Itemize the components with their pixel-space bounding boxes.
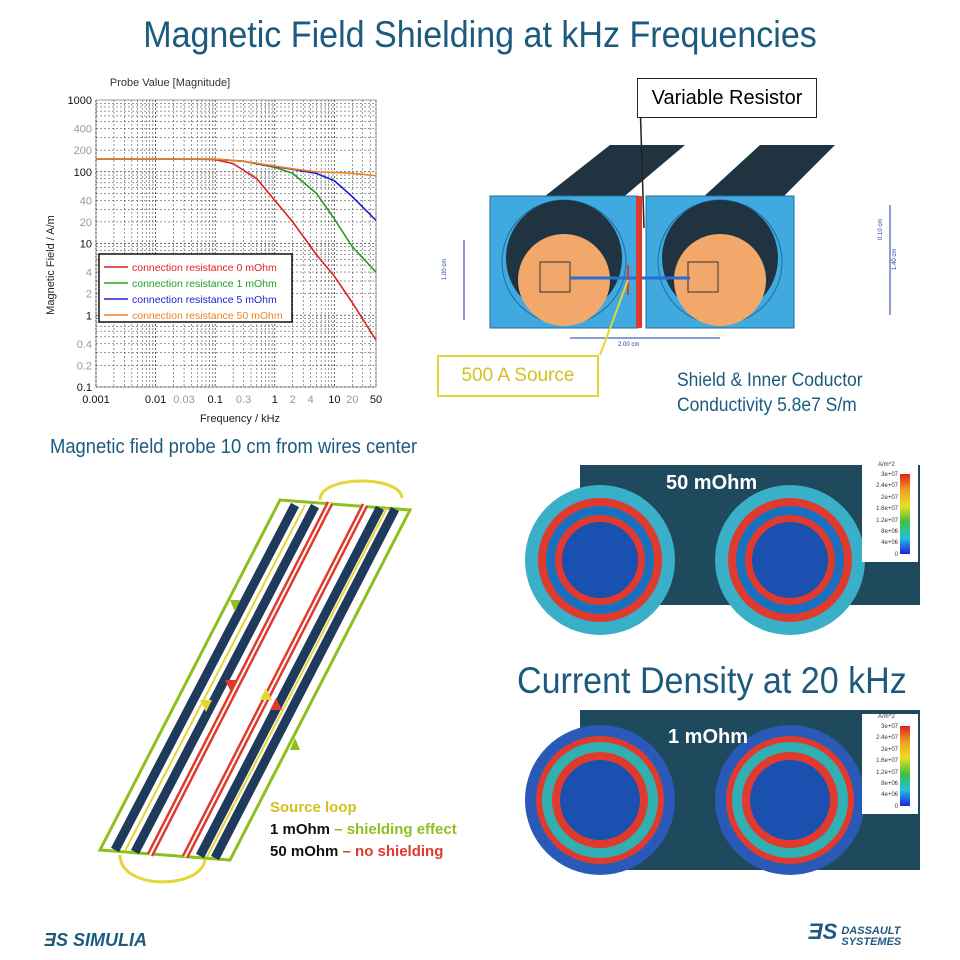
ring-right (715, 485, 865, 635)
y-tick-label: 200 (74, 145, 92, 157)
dim-inner: 1.00 cm (442, 259, 448, 280)
shield-conductivity-text: Shield & Inner Coductor Conductivity 5.8… (677, 368, 863, 418)
field-label-50mohm: 50 mOhm (666, 472, 758, 494)
colorbar-tick: 3e+07 (881, 724, 898, 730)
coax-model-diagram: 1.00 cm 2.00 cm 1.40 cm 0.10 cm (442, 110, 898, 356)
colorbar-tick: 4e+06 (881, 792, 898, 799)
colorbar-tick: 4e+06 (881, 540, 898, 547)
y-tick-label: 4 (86, 267, 92, 279)
dassault-logo-line2: SYSTEMES (841, 936, 902, 948)
shield-text-line2: Conductivity 5.8e7 S/m (677, 395, 857, 416)
source-label: 500 A Source (437, 355, 599, 397)
x-tick-label: 0.1 (208, 394, 223, 406)
loop-legend: Source loop 1 mOhm – shielding effect 50… (270, 797, 457, 863)
x-tick-label: 0.3 (236, 394, 251, 406)
x-tick-label: 4 (308, 394, 314, 406)
x-tick-label: 1 (272, 394, 278, 406)
colorbar-tick: 2.4e+07 (876, 735, 898, 742)
simulia-logo-text: SIMULIA (73, 930, 148, 950)
slide-title: Magnetic Field Shielding at kHz Frequenc… (143, 14, 817, 55)
colorbar-tick: 8e+06 (881, 528, 898, 535)
probe-chart: Probe Value [Magnitude] 0.001 0.01 0.03 0.1… (45, 77, 382, 425)
chart-legend: connection resistance 0 mOhm connection r… (98, 253, 293, 323)
colorbar-tick: 0 (894, 551, 898, 558)
y-tick-label: 2 (86, 289, 92, 301)
left-inner-conductor (518, 234, 610, 326)
y-tick-label: 20 (80, 217, 92, 229)
y-tick-label: 0.4 (77, 339, 92, 351)
legend-box (98, 253, 293, 323)
y-tick-label: 1000 (68, 95, 92, 107)
dassault-logo-line1: DASSAULT (841, 925, 901, 937)
y-tick-label: 0.1 (77, 382, 92, 394)
ds-logo-icon: ƎS (808, 919, 838, 944)
loop-legend-source: Source loop (270, 799, 357, 816)
dim-width: 2.00 cm (618, 342, 639, 348)
ds-logo-icon: ƎS (44, 930, 74, 950)
legend-entry: connection resistance 1 mOhm (132, 278, 277, 290)
variable-resistor (636, 196, 642, 328)
source-loop-diagram (97, 479, 413, 884)
x-tick-label: 0.01 (145, 394, 166, 406)
x-axis-label: Frequency / kHz (200, 413, 280, 425)
simulia-logo: ƎS SIMULIA (44, 930, 147, 951)
colorbar-top: A/m^2 3e+07 2.4e+07 2e+07 1.6e+07 1.2e+07 8e+… (862, 462, 918, 562)
chart-grid (95, 99, 377, 388)
field-label-1mohm: 1 mOhm (668, 726, 749, 748)
colorbar-tick: 8e+06 (881, 780, 898, 787)
x-tick-label: 50 (370, 394, 382, 406)
shield-text-line1: Shield & Inner Coductor (677, 370, 863, 391)
loop-legend-50mohm: 50 mOhm (270, 843, 339, 860)
legend-entry: connection resistance 5 mOhm (132, 294, 277, 306)
right-inner-conductor (674, 234, 766, 326)
y-tick-label: 100 (74, 167, 92, 179)
colorbar-unit: A/m^2 (878, 462, 895, 468)
x-tick-label: 2 (290, 394, 296, 406)
colorbar-tick: 0 (894, 803, 898, 810)
ring-left (525, 485, 675, 635)
current-density-title: Current Density at 20 kHz (517, 660, 907, 701)
colorbar-tick: 3e+07 (881, 472, 898, 478)
chart-title: Probe Value [Magnitude] (110, 77, 230, 89)
colorbar-tick: 1.6e+07 (876, 758, 898, 765)
loop-legend-no-shielding: – no shielding (338, 843, 444, 860)
y-tick-label: 400 (74, 124, 92, 136)
y-tick-label: 0.2 (77, 360, 92, 372)
dim-gap: 0.10 cm (878, 219, 884, 240)
x-tick-label: 0.001 (82, 394, 110, 406)
x-tick-label: 0.03 (173, 394, 194, 406)
colorbar-unit: A/m^2 (878, 714, 895, 720)
colorbar-tick: 2e+07 (881, 494, 898, 501)
y-tick-label: 40 (80, 195, 92, 207)
y-axis-label: Magnetic Field / A/m (45, 215, 57, 315)
dim-outer: 1.40 cm (892, 249, 898, 270)
x-tick-label: 10 (328, 394, 340, 406)
legend-entry: connection resistance 0 mOhm (132, 262, 277, 274)
y-tick-label: 10 (80, 239, 92, 251)
loop-legend-shielding: – shielding effect (330, 821, 457, 838)
y-tick-label: 1 (86, 310, 92, 322)
legend-entry: connection resistance 50 mOhm (132, 310, 283, 322)
variable-resistor-label: Variable Resistor (637, 78, 817, 118)
loop-legend-1mohm: 1 mOhm (270, 821, 331, 838)
colorbar-tick: 2.4e+07 (876, 483, 898, 490)
probe-caption: Magnetic field probe 10 cm from wires ce… (50, 436, 418, 458)
colorbar-tick: 2e+07 (881, 746, 898, 753)
x-tick-label: 20 (346, 394, 358, 406)
colorbar-tick: 1.2e+07 (876, 517, 898, 524)
colorbar-tick: 1.6e+07 (876, 506, 898, 513)
series-line (96, 158, 377, 177)
colorbar-bottom: A/m^2 3e+07 2.4e+07 2e+07 1.6e+07 1.2e+07 8e+… (862, 714, 918, 814)
colorbar-tick: 1.2e+07 (876, 769, 898, 776)
